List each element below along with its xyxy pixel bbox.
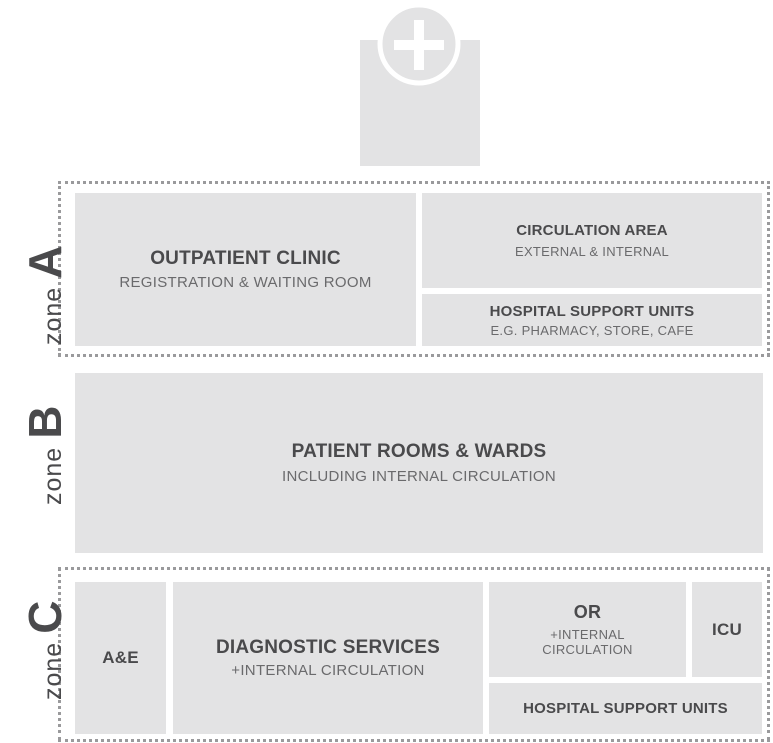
or-subtitle-line1: +INTERNAL [550, 627, 625, 642]
or-title: OR [573, 602, 602, 622]
zone-c-border-right [767, 567, 770, 741]
circulation-area-title: CIRCULATION AREA [516, 222, 668, 239]
zone-a-letter: A [19, 245, 71, 279]
zone-a-border-bottom [58, 354, 770, 357]
zone-c-letter: C [19, 600, 71, 634]
patient-rooms-block: PATIENT ROOMS & WARDS INCLUDING INTERNAL… [75, 373, 763, 553]
hospital-support-units-a-subtitle: E.G. PHARMACY, STORE, CAFE [490, 322, 694, 338]
hospital-cross-icon [360, 2, 480, 166]
zone-c-word: zone [39, 641, 67, 700]
icu-title: ICU [712, 619, 742, 639]
zone-a-border-left [58, 181, 61, 356]
circulation-area-subtitle: EXTERNAL & INTERNAL [514, 244, 670, 259]
circulation-area-block: CIRCULATION AREA EXTERNAL & INTERNAL [422, 193, 762, 288]
zone-a-border-top [58, 181, 770, 184]
zone-b-word: zone [39, 446, 67, 505]
hospital-support-units-a-title: HOSPITAL SUPPORT UNITS [489, 302, 695, 320]
hospital-icon [360, 0, 480, 166]
diagnostic-services-block: DIAGNOSTIC SERVICES +INTERNAL CIRCULATIO… [173, 582, 483, 734]
zone-b-letter: B [19, 405, 71, 439]
zone-c-border-top [58, 567, 770, 570]
ae-title: A&E [102, 648, 139, 667]
diagnostic-services-subtitle: +INTERNAL CIRCULATION [231, 662, 425, 679]
zone-a-word: zone [39, 286, 67, 345]
zone-c-label: zone C [18, 601, 72, 700]
zone-a-label: zone A [18, 246, 72, 345]
patient-rooms-subtitle: INCLUDING INTERNAL CIRCULATION [281, 468, 557, 485]
icu-block: ICU [692, 582, 762, 677]
zone-a-border-right [767, 181, 770, 356]
patient-rooms-title: PATIENT ROOMS & WARDS [291, 441, 547, 462]
ae-block: A&E [75, 582, 166, 734]
zone-c-border-bottom [58, 739, 770, 742]
zone-c-border-left [58, 567, 61, 741]
hospital-support-units-a-block: HOSPITAL SUPPORT UNITS E.G. PHARMACY, ST… [422, 294, 762, 346]
hospital-support-units-c-title: HOSPITAL SUPPORT UNITS [523, 700, 728, 717]
or-subtitle-line2: CIRCULATION [542, 642, 633, 657]
outpatient-clinic-title: OUTPATIENT CLINIC [150, 248, 341, 269]
diagnostic-services-title: DIAGNOSTIC SERVICES [215, 637, 441, 658]
zone-b-label: zone B [18, 406, 72, 505]
hospital-support-units-c-block: HOSPITAL SUPPORT UNITS [489, 683, 762, 734]
outpatient-clinic-block: OUTPATIENT CLINIC REGISTRATION & WAITING… [75, 193, 416, 346]
outpatient-clinic-subtitle: REGISTRATION & WAITING ROOM [119, 274, 372, 291]
or-block: OR +INTERNAL CIRCULATION [489, 582, 686, 677]
